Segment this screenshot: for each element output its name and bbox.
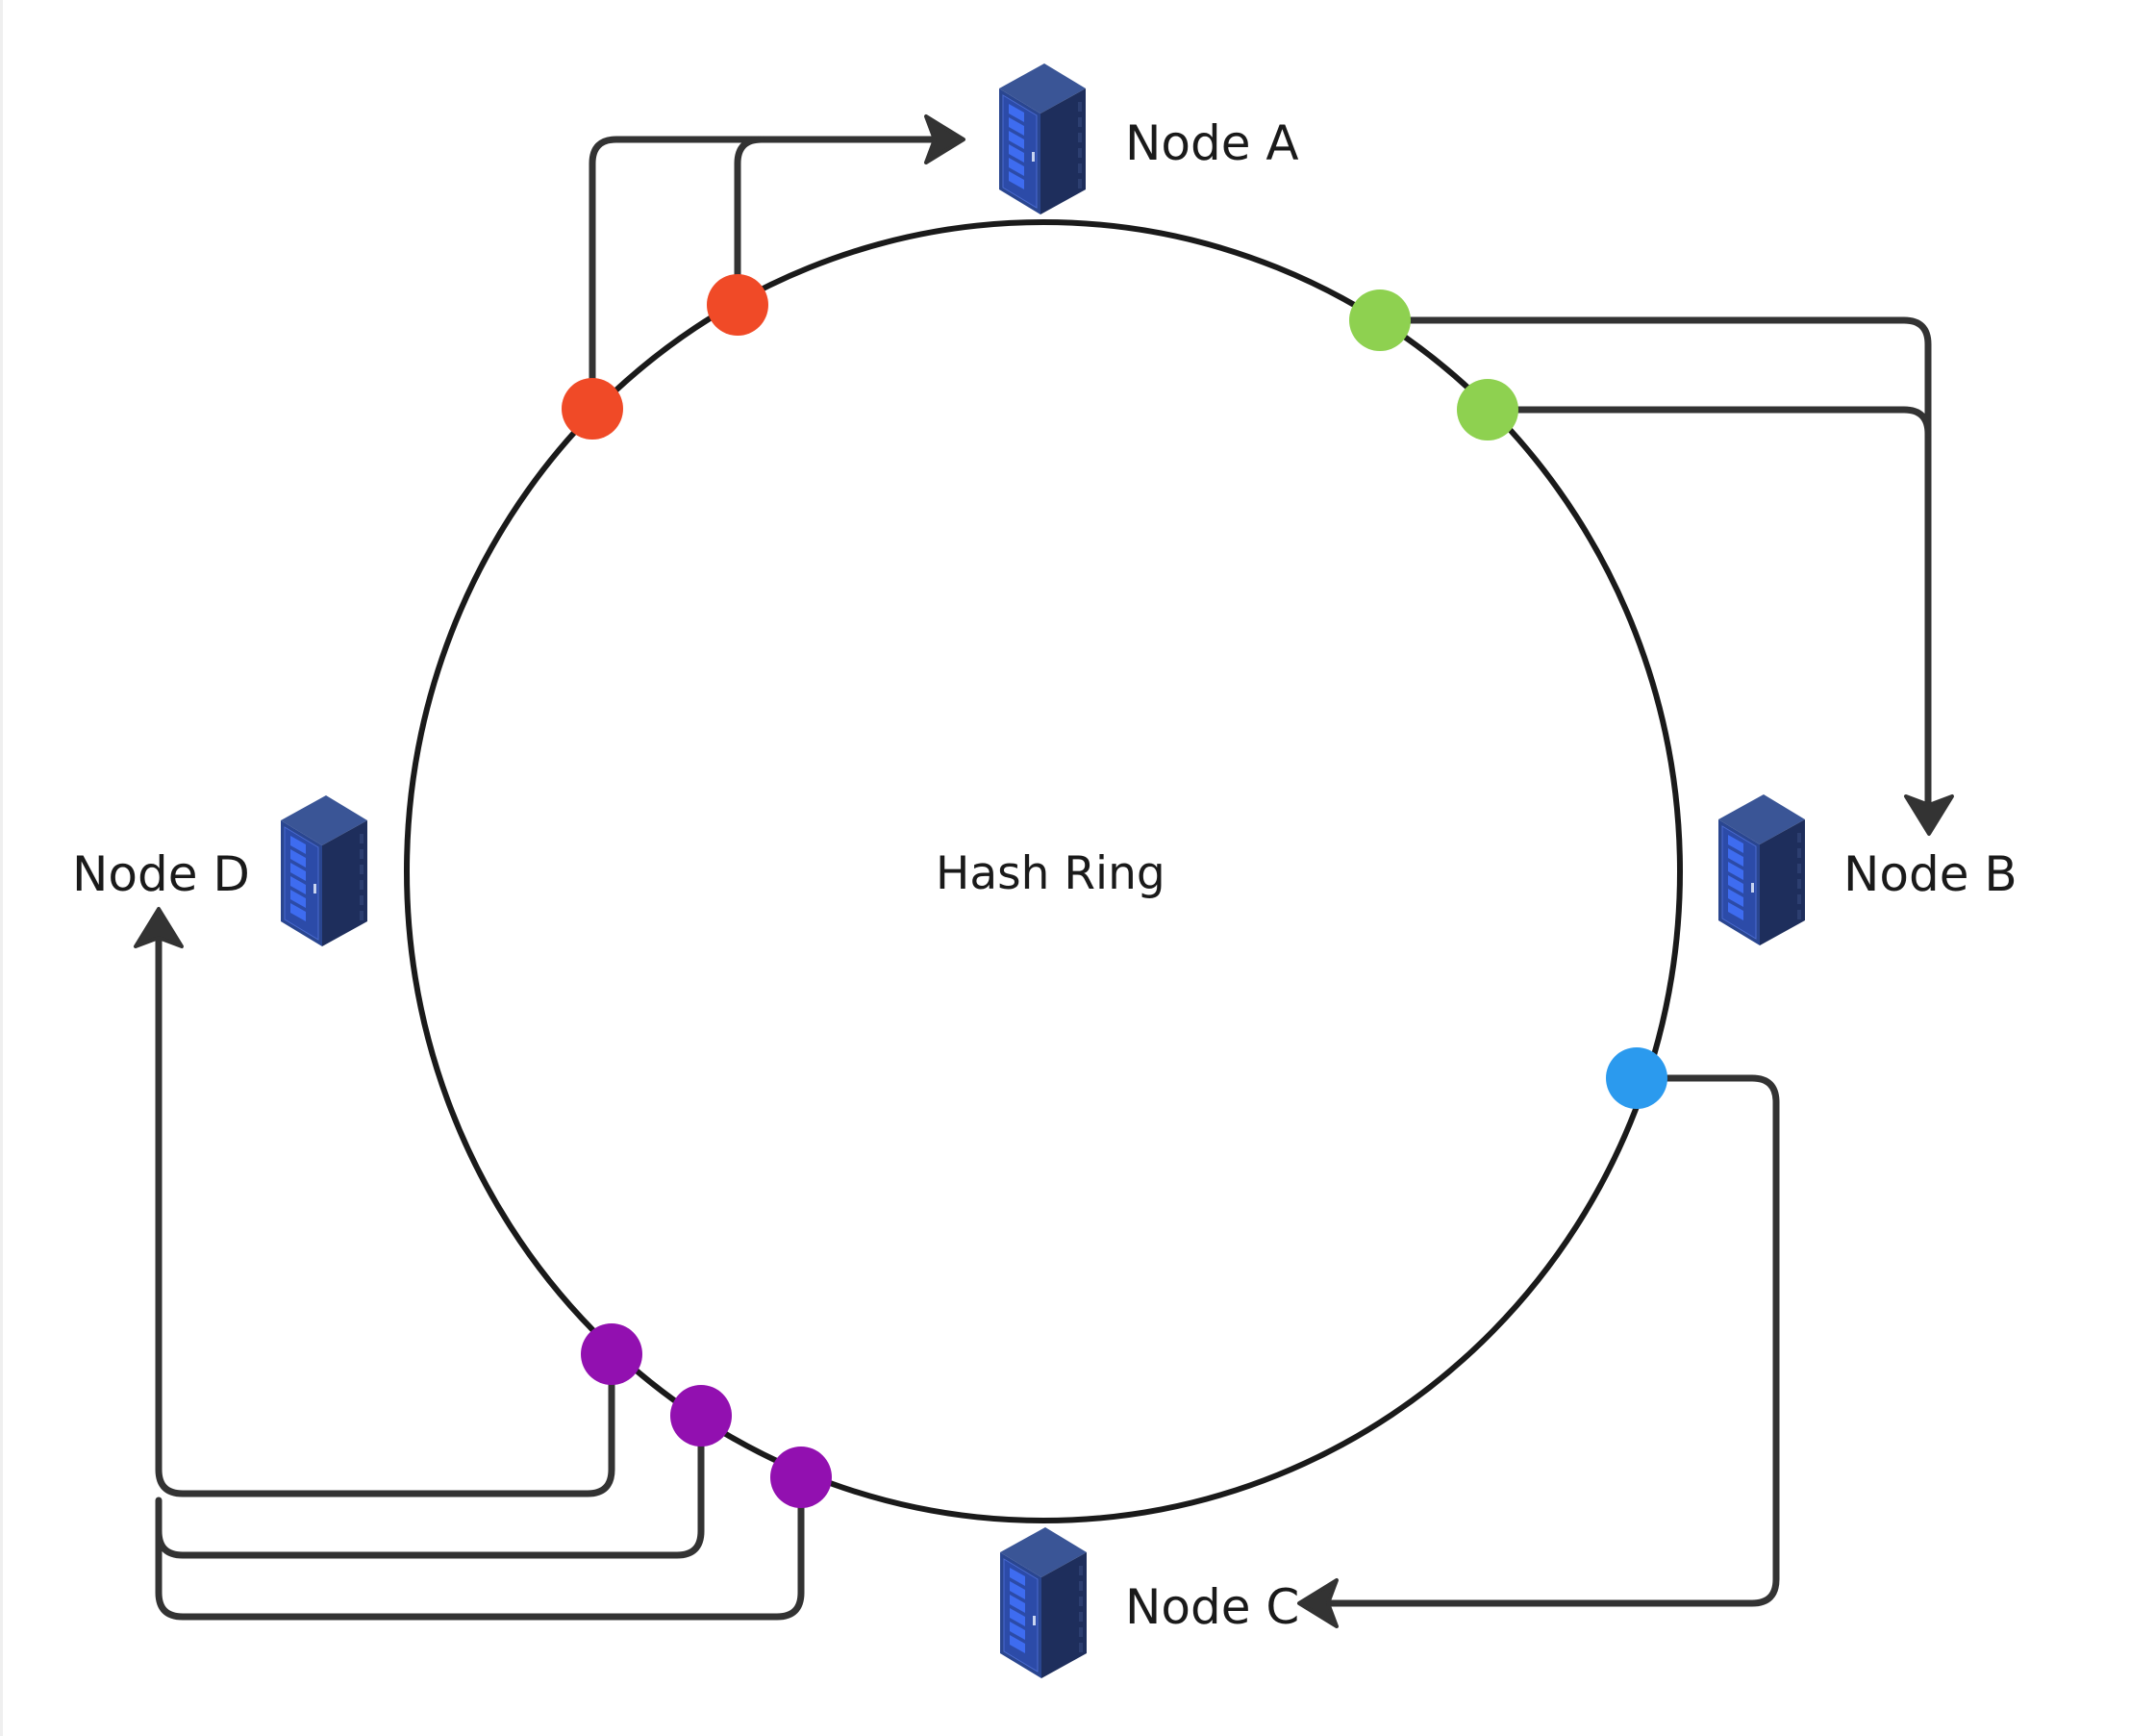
key-point-node-a[interactable]	[707, 274, 768, 336]
connector-key-d2	[155, 1412, 705, 1559]
key-point-node-b[interactable]	[1457, 379, 1518, 440]
node-d-server-icon[interactable]	[280, 794, 368, 947]
key-point-node-d[interactable]	[581, 1323, 642, 1385]
arrowhead-node-c	[1297, 1578, 1339, 1628]
connector-key-d3	[155, 1473, 805, 1621]
connector-key-a1	[589, 136, 951, 413]
connector-key-a2	[734, 136, 765, 309]
key-point-node-b[interactable]	[1349, 289, 1411, 351]
node-a-server-icon[interactable]	[998, 63, 1087, 215]
arrowhead-node-b	[1904, 794, 1954, 836]
connector-key-b2	[1484, 406, 1932, 438]
key-point-node-a[interactable]	[562, 378, 623, 440]
node-d-label: Node D	[72, 846, 250, 902]
node-b-label: Node B	[1843, 846, 2017, 902]
key-point-node-d[interactable]	[770, 1447, 832, 1508]
connector-key-d1	[155, 921, 615, 1497]
node-b-server-icon[interactable]	[1717, 793, 1806, 946]
key-point-node-c[interactable]	[1606, 1047, 1667, 1109]
hash-ring	[404, 219, 1683, 1523]
arrowhead-node-d	[134, 907, 184, 948]
node-c-label: Node C	[1125, 1579, 1299, 1635]
ring-label: Hash Ring	[936, 847, 1165, 900]
key-point-node-d[interactable]	[670, 1385, 732, 1447]
canvas-left-border	[0, 0, 3, 1736]
arrowhead-node-a	[924, 114, 965, 164]
connector-key-c1	[1312, 1074, 1780, 1607]
node-a-label: Node A	[1125, 115, 1299, 171]
node-c-server-icon[interactable]	[999, 1526, 1088, 1679]
connector-key-b1	[1376, 316, 1932, 821]
